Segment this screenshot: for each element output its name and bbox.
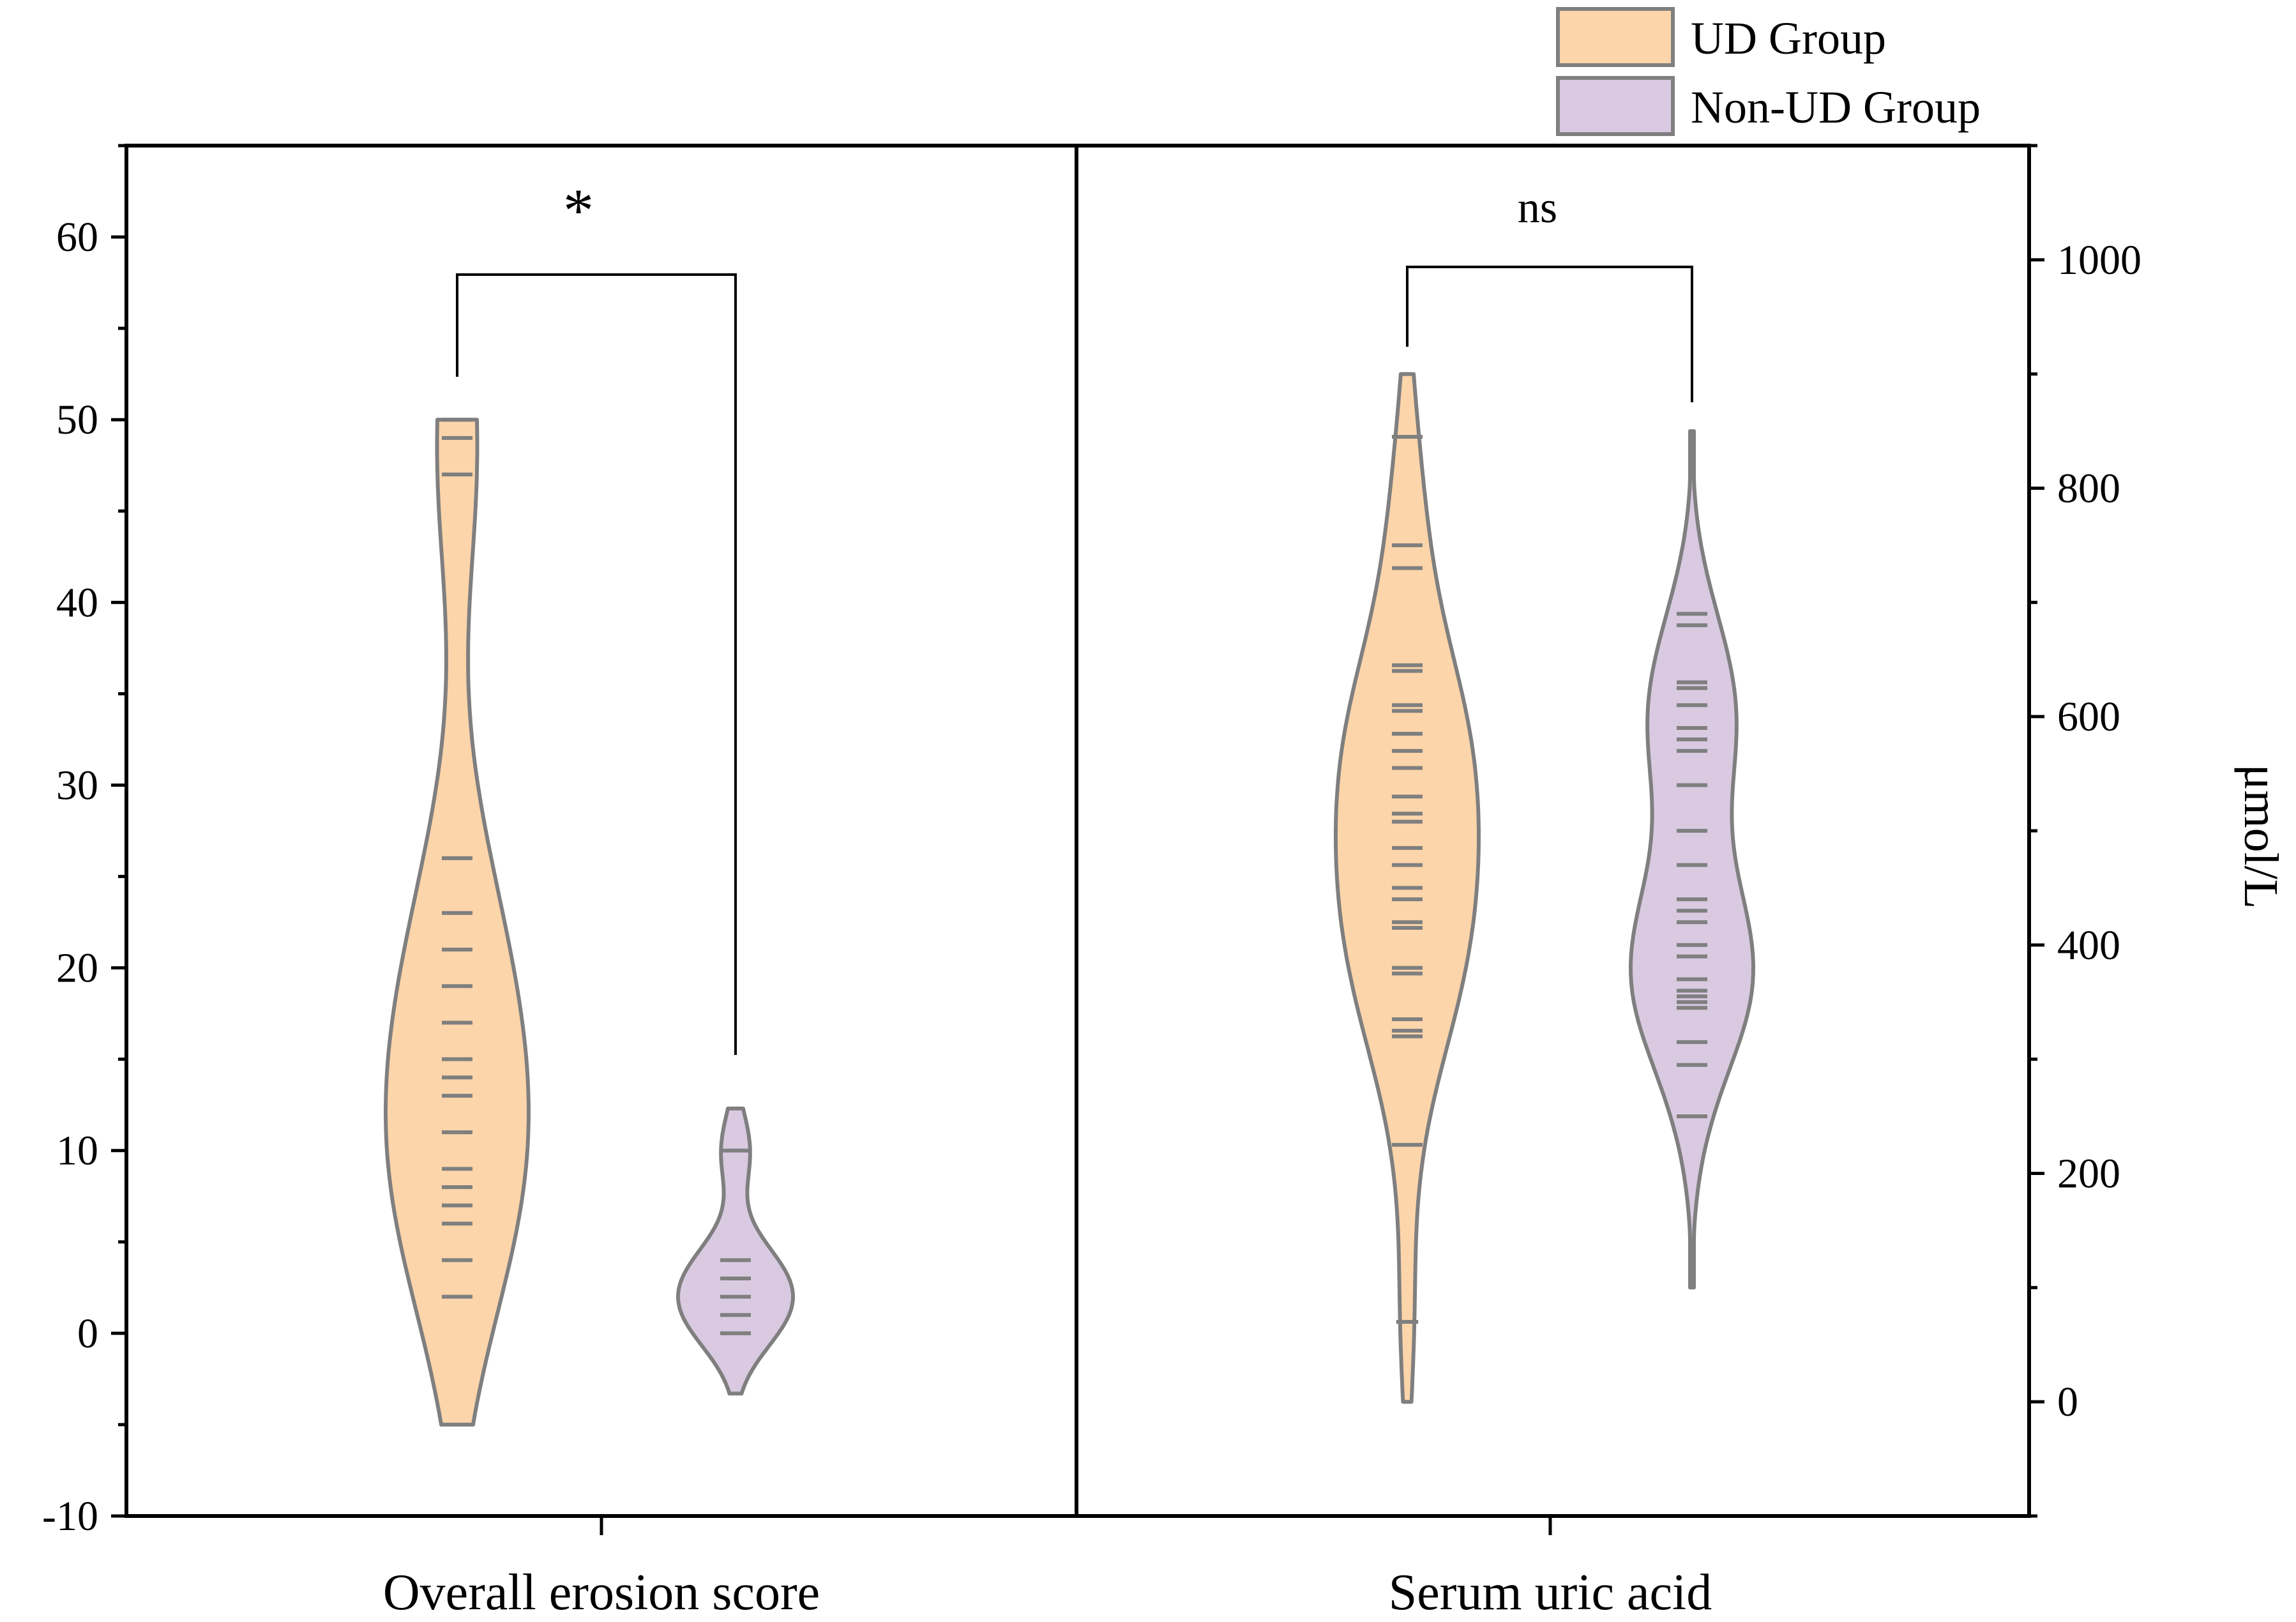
- tick-label: 1000: [2057, 237, 2141, 284]
- violin-non-ud-group-panel-1: [676, 1106, 795, 1396]
- legend-swatch-ud-group: [1556, 7, 1675, 67]
- violin-ud-group-panel-1: [384, 418, 531, 1427]
- tick-label: 0: [77, 1310, 98, 1357]
- tick-label: 40: [56, 579, 98, 626]
- category-label-serum-uric-acid: Serum uric acid: [1389, 1565, 1712, 1621]
- legend: UD Group Non-UD Group: [1556, 7, 1981, 136]
- significance-label-right: ns: [1518, 183, 1557, 232]
- tick-label: -10: [42, 1493, 98, 1540]
- tick-label: 10: [56, 1128, 98, 1174]
- tick-label: 0: [2057, 1379, 2078, 1425]
- significance-bracket: [1406, 266, 1693, 402]
- significance-brackets: [456, 266, 1693, 1055]
- significance-label-left: *: [563, 176, 594, 245]
- significance-bracket: [456, 273, 737, 1055]
- right-axis-title: μmol/L: [2234, 764, 2288, 909]
- legend-swatch-non-ud-group: [1556, 76, 1675, 136]
- tick-label: 60: [56, 214, 98, 261]
- tick-label: 800: [2057, 466, 2120, 512]
- tick-label: 400: [2057, 922, 2120, 969]
- violins: [384, 372, 1755, 1427]
- tick-label: 20: [56, 945, 98, 992]
- category-label-overall-erosion-score: Overall erosion score: [383, 1565, 820, 1621]
- tick-label: 200: [2057, 1151, 2120, 1197]
- tick-label: 50: [56, 397, 98, 443]
- tick-label: 30: [56, 762, 98, 808]
- legend-label-ud-group: UD Group: [1691, 13, 1886, 64]
- legend-label-non-ud-group: Non-UD Group: [1691, 82, 1981, 133]
- tick-label: 600: [2057, 694, 2120, 740]
- violin-non-ud-group-panel-2: [1629, 429, 1755, 1290]
